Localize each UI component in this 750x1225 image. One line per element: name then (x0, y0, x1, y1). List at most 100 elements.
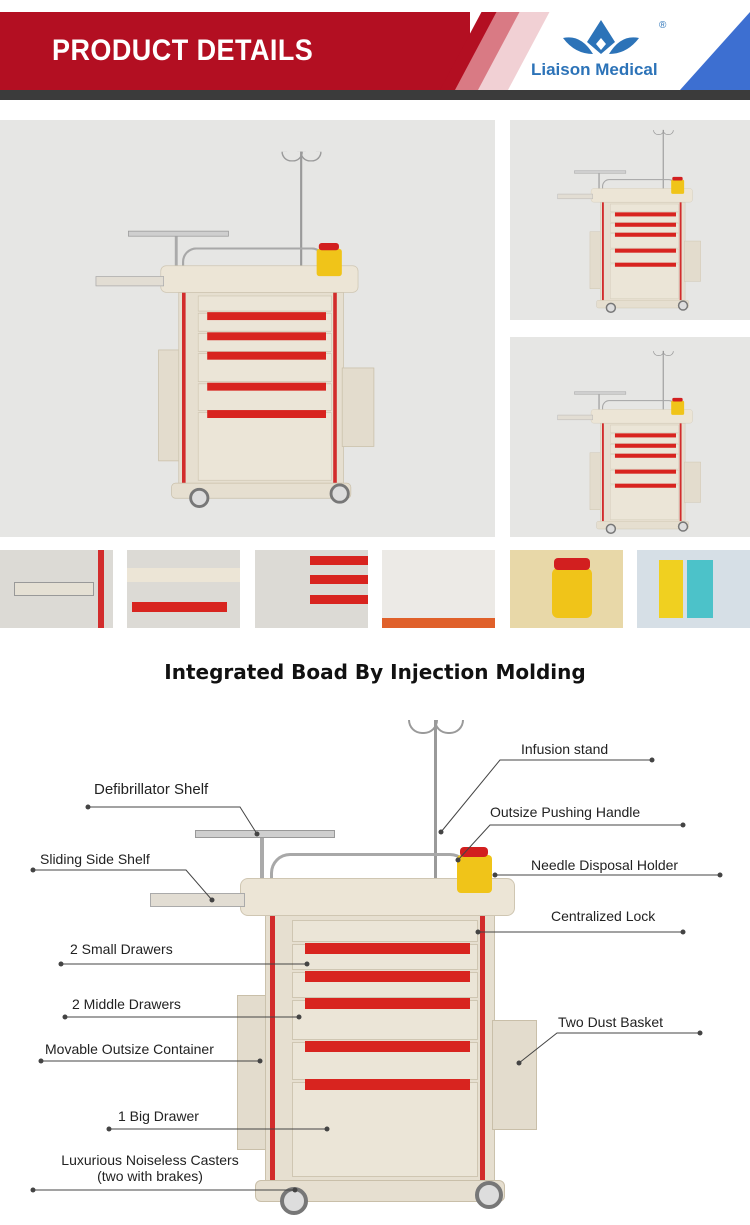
line-handle (457, 824, 683, 861)
red-trim (602, 423, 604, 523)
drawer-handle (614, 483, 676, 488)
thumb-lock[interactable] (127, 550, 240, 628)
thumb-side-shelf[interactable] (0, 550, 113, 628)
red-trim (679, 423, 682, 523)
page-title: PRODUCT DETAILS (52, 34, 314, 67)
caster (329, 483, 350, 504)
drawer-handle (614, 248, 676, 253)
defibrillator-shelf (574, 170, 627, 174)
lock-panel (197, 295, 332, 312)
drawer-handle (614, 433, 676, 438)
drawer-handle (207, 410, 326, 418)
needle-holder-cap (318, 243, 339, 251)
callout-dust-basket: Two Dust Basket (558, 1014, 664, 1030)
drawer-handle (207, 312, 326, 321)
drawer (610, 263, 679, 299)
dust-basket (684, 461, 701, 503)
main-product-photo (0, 120, 495, 537)
trolley-base (596, 521, 689, 530)
thumb-needle-holder[interactable] (510, 550, 623, 628)
callout-casters-line2: (two with brakes) (97, 1168, 203, 1184)
caster (605, 523, 617, 534)
callout-dots (30, 757, 723, 1193)
trolley-diagram (150, 715, 550, 1215)
registered-mark: ® (659, 20, 667, 31)
needle-holder-cap (672, 176, 683, 181)
trolley-image (95, 148, 384, 508)
trolley-image (557, 349, 706, 534)
callout-needle-holder: Needle Disposal Holder (531, 857, 679, 873)
caster (677, 521, 689, 532)
sliding-shelf (557, 414, 593, 421)
product-photo-open-drawers (510, 120, 750, 320)
drawer-handle (305, 998, 470, 1009)
caster (677, 300, 689, 311)
line-infusion (440, 759, 652, 833)
sliding-shelf (557, 193, 593, 200)
callout-defibrillator-shelf: Defibrillator Shelf (94, 781, 209, 798)
defibrillator-shelf (574, 391, 627, 395)
drawer-handle (614, 212, 676, 217)
dust-basket (341, 367, 375, 447)
shelf-stem (174, 236, 178, 269)
red-trim (270, 915, 275, 1185)
defibrillator-shelf (195, 830, 335, 838)
drawer-handle (305, 971, 470, 982)
callout-sliding-shelf: Sliding Side Shelf (40, 851, 150, 867)
callout-big-drawer: 1 Big Drawer (118, 1108, 199, 1124)
drawer-handle (614, 232, 676, 237)
drawer-handle (614, 469, 676, 474)
dust-basket (492, 1020, 537, 1130)
needle-holder (316, 248, 342, 277)
lock-panel (610, 203, 679, 212)
callout-small-drawers: 2 Small Drawers (70, 941, 173, 957)
caster (605, 302, 617, 313)
shelf-stem (598, 394, 600, 412)
drawer-handle (305, 1041, 470, 1052)
dust-basket (684, 240, 701, 282)
red-trim (602, 202, 604, 302)
infusion-pole (662, 350, 664, 412)
caster (189, 487, 210, 508)
needle-holder (671, 179, 685, 194)
callout-centralized-lock: Centralized Lock (551, 908, 656, 924)
thumb-dust-baskets[interactable] (637, 550, 750, 628)
drawer-handle (305, 943, 470, 954)
drawer-handle (614, 222, 676, 227)
section-title: Integrated Boad By Injection Molding (164, 660, 586, 684)
caster (475, 1181, 503, 1209)
drawer-handle (305, 1079, 470, 1090)
line-dust (518, 1032, 700, 1064)
red-trim (182, 292, 186, 487)
thumb-drawers[interactable] (255, 550, 368, 628)
product-photo-back (510, 337, 750, 537)
trolley-base (596, 300, 689, 309)
trolley-base (255, 1180, 505, 1202)
trolley-base (171, 482, 352, 499)
red-trim (480, 915, 485, 1185)
infusion-pole (434, 720, 437, 885)
line-defib (88, 806, 258, 835)
logo-icon (563, 20, 639, 63)
drawer-handle (614, 443, 676, 448)
sliding-shelf (95, 276, 164, 287)
shelf-stem (260, 838, 264, 883)
thumb-drawer-dividers[interactable] (382, 550, 495, 628)
drawer (197, 412, 332, 481)
sliding-shelf (150, 893, 245, 907)
header-banner (0, 12, 470, 90)
logo-text: Liaison Medical (531, 60, 658, 79)
callout-movable-container: Movable Outsize Container (45, 1041, 214, 1057)
trolley-image (557, 128, 706, 313)
needle-holder (457, 855, 492, 893)
callout-middle-drawers: 2 Middle Drawers (72, 996, 181, 1012)
callout-pushing-handle: Outsize Pushing Handle (490, 804, 641, 820)
drawer-handle (207, 332, 326, 341)
header-divider (0, 90, 750, 100)
infusion-pole (300, 151, 303, 271)
lock-panel (610, 424, 679, 433)
callout-casters-line1: Luxurious Noiseless Casters (61, 1152, 239, 1168)
needle-holder-cap (460, 847, 488, 857)
infusion-pole (662, 129, 664, 191)
callout-casters: Luxurious Noiseless Casters (two with br… (40, 1152, 260, 1184)
